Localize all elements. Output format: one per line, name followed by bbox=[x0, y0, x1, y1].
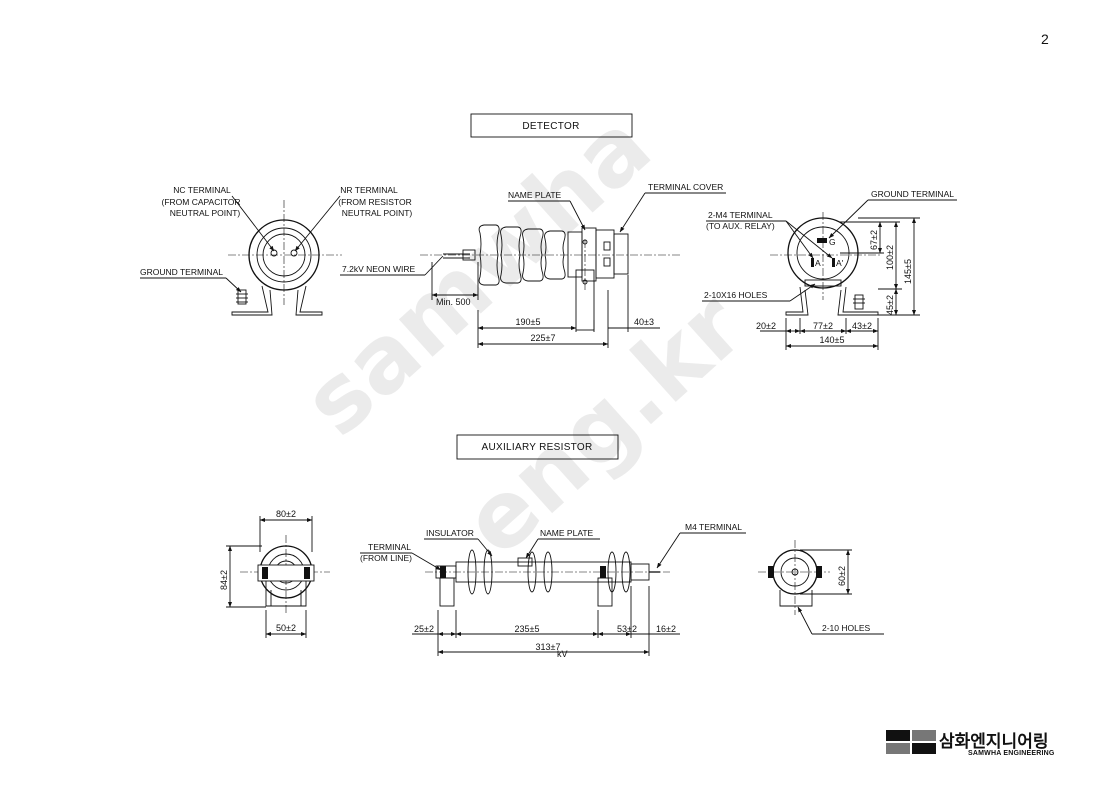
detector-title-box bbox=[470, 113, 633, 138]
nr-terminal-sub2: NEUTRAL POINT) bbox=[342, 208, 413, 218]
logo-mark-br bbox=[912, 743, 936, 754]
name-plate-label: NAME PLATE bbox=[508, 190, 562, 200]
dim-84: 84±2 bbox=[219, 570, 229, 590]
dim-25: 25±2 bbox=[414, 624, 434, 634]
dim-50: 50±2 bbox=[276, 623, 296, 633]
dim-45: 45±2 bbox=[885, 295, 895, 315]
detector-title: DETECTOR bbox=[522, 121, 579, 132]
dim-60: 60±2 bbox=[837, 566, 847, 586]
m4-terminal-sub: (TO AUX. RELAY) bbox=[706, 221, 775, 231]
terminal-cover-label: TERMINAL COVER bbox=[648, 182, 723, 192]
dim-313: 313±7 bbox=[536, 642, 561, 652]
a-prime-marker: A' bbox=[836, 258, 844, 268]
dim-67: 67±2 bbox=[869, 230, 879, 250]
logo-mark-tl bbox=[886, 730, 910, 741]
dim-16: 16±2 bbox=[656, 624, 676, 634]
neon-wire-label: 7.2kV NEON WIRE bbox=[342, 264, 416, 274]
logo-mark-bl bbox=[886, 743, 910, 754]
aux-title-box bbox=[456, 434, 619, 460]
dim-235: 235±5 bbox=[515, 624, 540, 634]
nc-terminal-sub1: (FROM CAPACITOR bbox=[161, 197, 240, 207]
m4-terminal-aux-label: M4 TERMINAL bbox=[685, 522, 742, 532]
ground-terminal-left-label: GROUND TERMINAL bbox=[140, 267, 223, 277]
dim-140: 140±5 bbox=[820, 335, 845, 345]
logo-korean: 삼화엔지니어링 bbox=[939, 732, 1048, 752]
dim-190: 190±5 bbox=[516, 317, 541, 327]
page-number: 2 bbox=[1041, 31, 1049, 47]
a-marker: A bbox=[815, 258, 821, 268]
samwha-logo: 삼화엔지니어링 SAMWHA ENGINEERING bbox=[886, 730, 1055, 757]
dim-40: 40±3 bbox=[634, 317, 654, 327]
g-marker: G bbox=[829, 237, 836, 247]
logo-english: SAMWHA ENGINEERING bbox=[968, 750, 1055, 757]
insulator-label: INSULATOR bbox=[426, 528, 474, 538]
dim-145: 145±5 bbox=[903, 259, 913, 284]
ground-terminal-right-label: GROUND TERMINAL bbox=[871, 189, 954, 199]
m4-terminal-label: 2-M4 TERMINAL bbox=[708, 210, 773, 220]
logo-mark-tr bbox=[912, 730, 936, 741]
aux-title: AUXILIARY RESISTOR bbox=[482, 442, 593, 453]
detector-side-view bbox=[420, 224, 680, 331]
min-500-label: Min. 500 bbox=[436, 297, 471, 307]
dim-80: 80±2 bbox=[276, 509, 296, 519]
nr-terminal-label: NR TERMINAL bbox=[340, 185, 398, 195]
nr-terminal-sub1: (FROM RESISTOR bbox=[338, 197, 412, 207]
dim-225: 225±7 bbox=[531, 333, 556, 343]
nc-terminal-label: NC TERMINAL bbox=[173, 185, 231, 195]
aux-terminal-label: TERMINAL bbox=[368, 542, 411, 552]
nc-terminal-sub2: NEUTRAL POINT) bbox=[170, 208, 241, 218]
aux-left-end-view bbox=[240, 535, 330, 615]
dim-53: 53±2 bbox=[617, 624, 637, 634]
aux-name-plate-label: NAME PLATE bbox=[540, 528, 594, 538]
aux-terminal-sub: (FROM LINE) bbox=[360, 553, 412, 563]
dim-43: 43±2 bbox=[852, 321, 872, 331]
detector-section: DETECTOR NC TERMINAL (FROM CAPACITOR NEU… bbox=[140, 113, 957, 350]
aux-right-end-view bbox=[758, 540, 830, 615]
dim-20: 20±2 bbox=[756, 321, 776, 331]
watermark: samwha eng.kr bbox=[283, 92, 764, 576]
dim-100: 100±2 bbox=[885, 245, 895, 270]
kv-mark: kV bbox=[557, 649, 568, 659]
holes-label: 2-10X16 HOLES bbox=[704, 290, 768, 300]
detector-rear-view bbox=[770, 212, 880, 316]
aux-resistor-section: AUXILIARY RESISTOR 80±2 84±2 50±2 bbox=[219, 434, 884, 659]
aux-holes-label: 2-10 HOLES bbox=[822, 623, 871, 633]
detector-front-view bbox=[228, 200, 342, 316]
aux-side-view bbox=[425, 549, 670, 607]
dim-77: 77±2 bbox=[813, 321, 833, 331]
